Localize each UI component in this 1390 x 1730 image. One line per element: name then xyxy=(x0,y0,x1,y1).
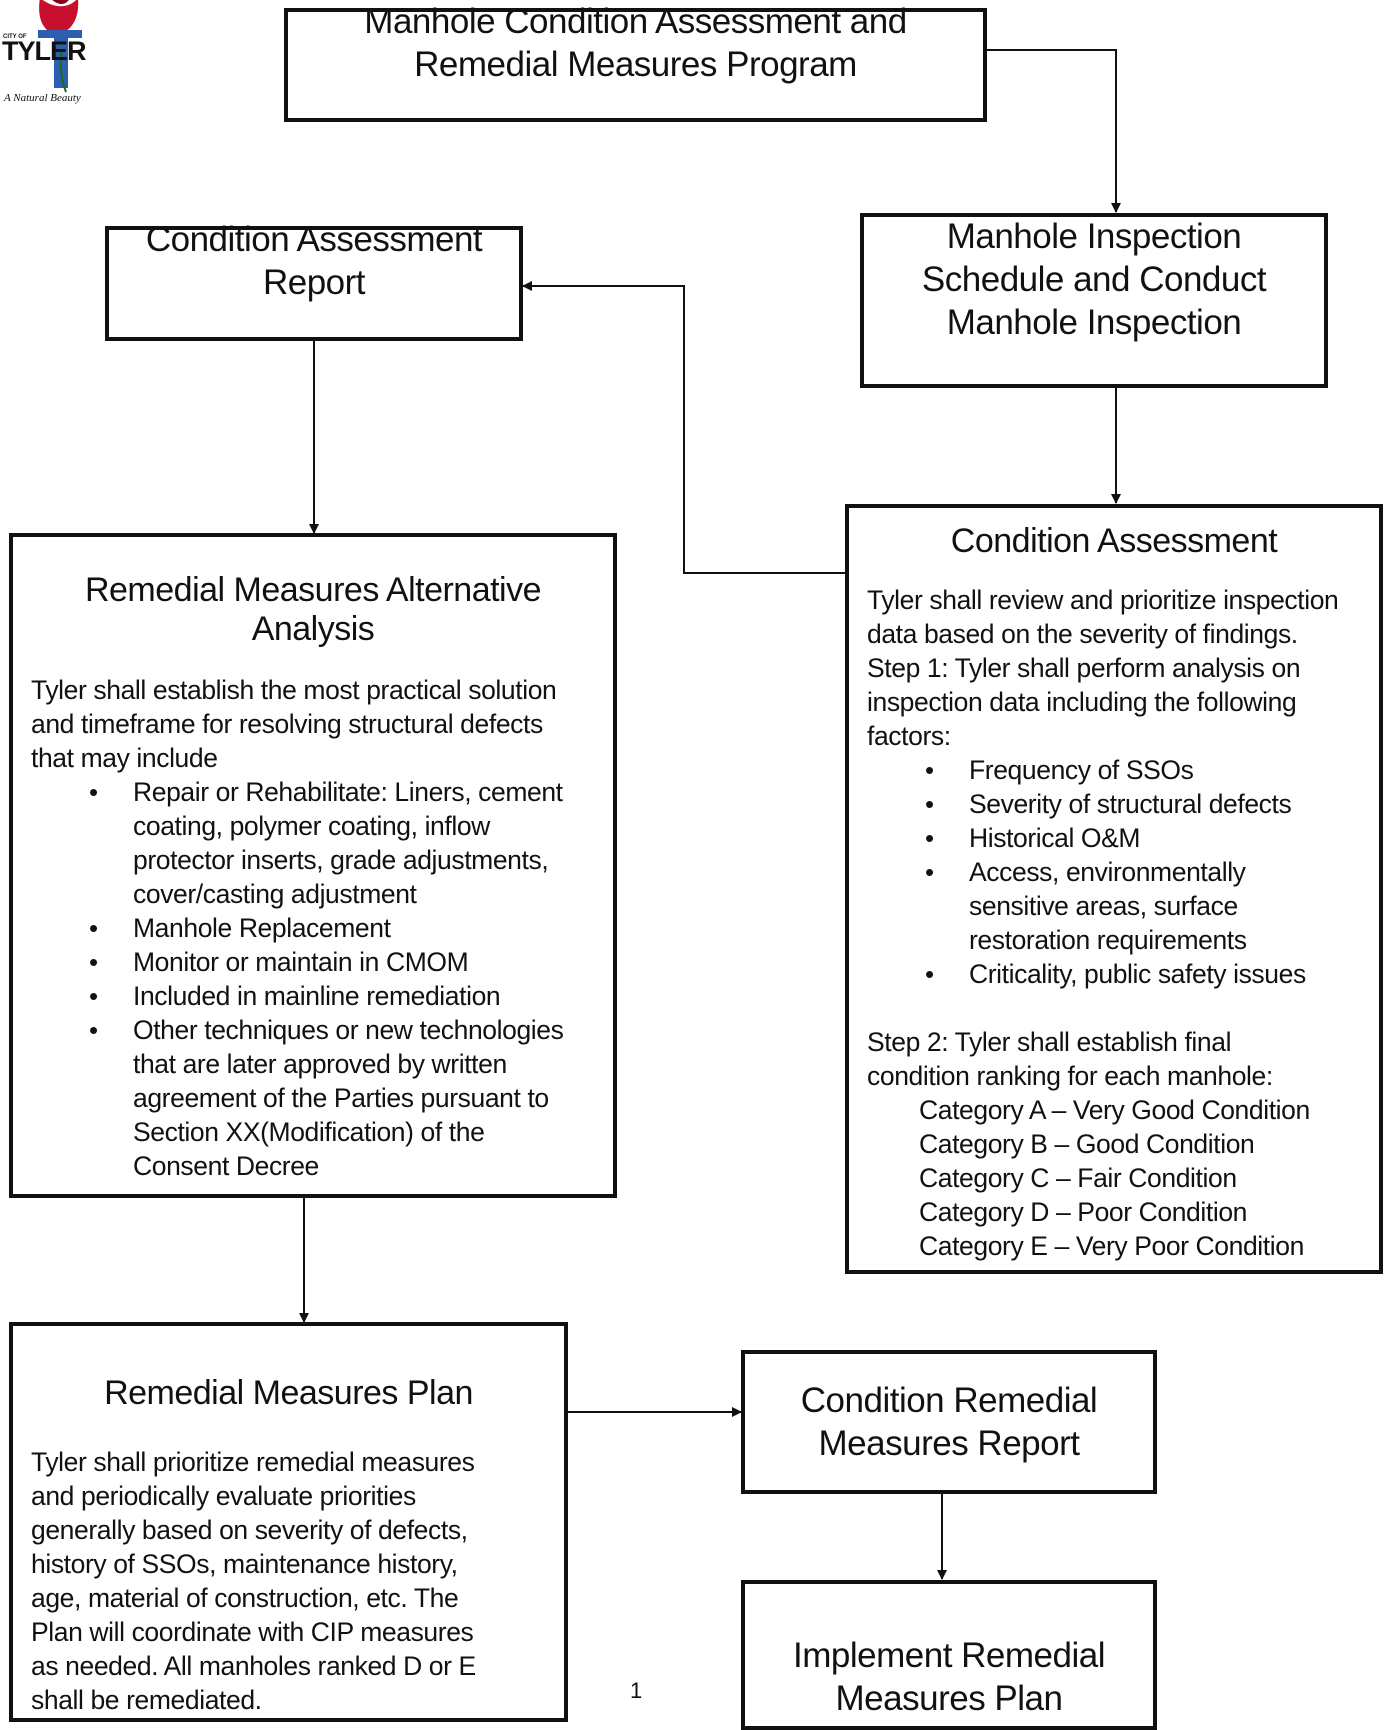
factor-item: Criticality, public safety issues xyxy=(925,957,1341,991)
category-item: Category C – Fair Condition xyxy=(919,1163,1237,1193)
report-title-line2: Report xyxy=(262,263,366,302)
logo-name: TYLER xyxy=(2,36,87,66)
factor-item: Frequency of SSOs xyxy=(925,753,1341,787)
factor-item: Severity of structural defects xyxy=(925,787,1341,821)
implement-line1: Implement Remedial xyxy=(793,1636,1105,1675)
assessment-factor-list: Frequency of SSOs Severity of structural… xyxy=(867,753,1361,991)
logo-tagline: A Natural Beauty xyxy=(4,92,81,104)
alternative-item: Other techniques or new technologies tha… xyxy=(89,1013,569,1183)
alternative-item: Repair or Rehabilitate: Liners, cement c… xyxy=(89,775,569,911)
assessment-step2: Step 2: Tyler shall establish final cond… xyxy=(867,1027,1273,1091)
alternatives-list: Repair or Rehabilitate: Liners, cement c… xyxy=(31,775,595,1183)
remedial-plan-box: Remedial Measures Plan Tyler shall prior… xyxy=(9,1322,568,1722)
alternatives-heading: Remedial Measures Alternative Analysis xyxy=(84,571,542,648)
inspection-title-line2: Schedule and Conduct xyxy=(921,260,1267,299)
category-item: Category D – Poor Condition xyxy=(919,1197,1247,1227)
inspection-title-line3: Manhole Inspection xyxy=(946,303,1242,342)
alternative-item: Included in mainline remediation xyxy=(89,979,569,1013)
category-item: Category B – Good Condition xyxy=(919,1129,1255,1159)
arrow-program-to-inspection xyxy=(987,49,1121,213)
logo-city-of: CITY OF xyxy=(3,34,27,40)
assessment-report-box: Condition Assessment Report xyxy=(105,220,523,341)
assessment-heading: Condition Assessment xyxy=(950,522,1278,560)
factor-item: Access, environmentally sensitive areas,… xyxy=(925,855,1341,957)
remedial-report-line2: Measures Report xyxy=(818,1424,1080,1463)
alternatives-intro: Tyler shall establish the most practical… xyxy=(31,675,557,773)
alternative-item: Manhole Replacement xyxy=(89,911,569,945)
condition-assessment-box: Condition Assessment Tyler shall review … xyxy=(845,504,1383,1274)
category-item: Category E – Very Poor Condition xyxy=(919,1231,1304,1261)
implement-line2: Measures Plan xyxy=(835,1679,1063,1718)
category-list: Category A – Very Good Condition Categor… xyxy=(867,1093,1361,1263)
report-title-line1: Condition Assessment xyxy=(145,220,483,259)
inspection-title-line1: Manhole Inspection xyxy=(946,217,1242,256)
arrow-assessment-to-report xyxy=(522,281,845,574)
plan-heading: Remedial Measures Plan xyxy=(104,1374,473,1412)
category-item: Category A – Very Good Condition xyxy=(919,1095,1310,1125)
rose-logo-icon xyxy=(38,0,82,93)
implement-plan-box: Implement Remedial Measures Plan xyxy=(741,1580,1157,1730)
program-box: Manhole Condition Assessment and Remedia… xyxy=(284,2,987,122)
assessment-step1: Step 1: Tyler shall perform analysis on … xyxy=(867,653,1301,751)
program-title-line1: Manhole Condition Assessment and xyxy=(364,2,907,41)
factor-item: Historical O&M xyxy=(925,821,1341,855)
inspection-box: Manhole Inspection Schedule and Conduct … xyxy=(860,213,1328,388)
plan-text: Tyler shall prioritize remedial measures… xyxy=(31,1447,476,1715)
city-logo: CITY OF TYLER A Natural Beauty xyxy=(0,0,120,112)
remedial-report-box: Condition Remedial Measures Report xyxy=(741,1350,1157,1494)
alternative-item: Monitor or maintain in CMOM xyxy=(89,945,569,979)
remedial-report-line1: Condition Remedial xyxy=(800,1381,1098,1420)
program-title-line2: Remedial Measures Program xyxy=(414,45,857,84)
alternative-analysis-box: Remedial Measures Alternative Analysis T… xyxy=(9,533,617,1198)
assessment-intro: Tyler shall review and prioritize inspec… xyxy=(867,585,1339,649)
page-number: 1 xyxy=(630,1678,643,1703)
